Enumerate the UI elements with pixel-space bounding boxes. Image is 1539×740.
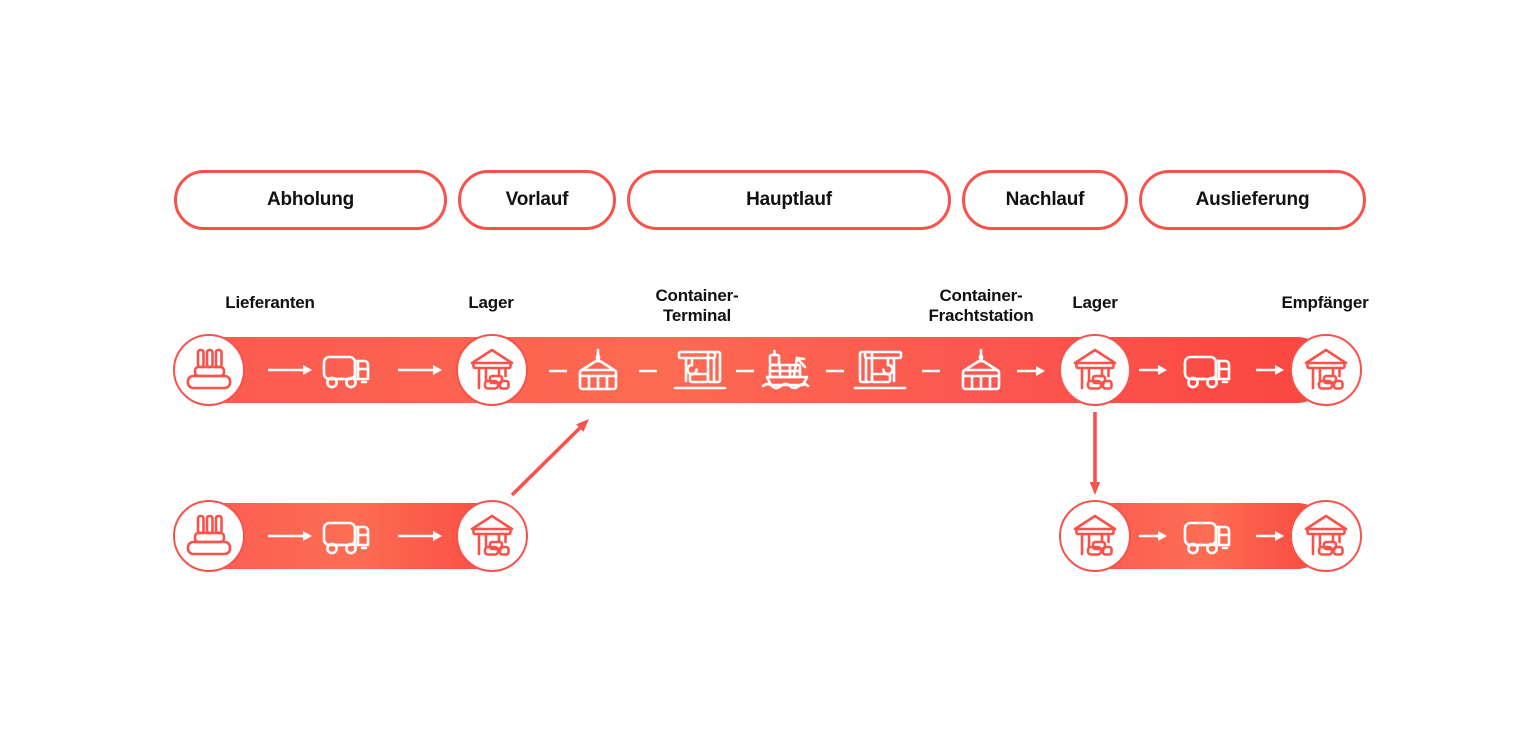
phase-pill-label: Abholung <box>266 189 355 210</box>
connector-diagonal-up <box>496 403 605 511</box>
node-warehouse-dest-alt[interactable] <box>1059 500 1131 572</box>
icon-truck-pickup-alt <box>320 512 380 560</box>
icon-truck-delivery-alt <box>1181 512 1241 560</box>
node-caption: Container- Frachtstation <box>928 286 1034 326</box>
node-receiver-alt[interactable] <box>1290 500 1362 572</box>
phase-pill-label: Nachlauf <box>1005 189 1085 210</box>
node-caption: Lager <box>468 293 514 312</box>
icon-truck-delivery <box>1181 346 1241 394</box>
flow-dash-4 <box>826 364 844 378</box>
flow-arrow-alt-1 <box>268 529 312 543</box>
node-caption: Lieferanten <box>225 293 315 312</box>
flow-arrow-4 <box>1139 363 1167 377</box>
flow-arrow-alt-4 <box>1256 529 1284 543</box>
node-supplier-alt[interactable] <box>173 500 245 572</box>
node-caption: Lager <box>1072 293 1118 312</box>
flow-dash-2 <box>639 364 657 378</box>
node-supplier[interactable] <box>173 334 245 406</box>
node-caption: Empfänger <box>1281 293 1369 312</box>
node-warehouse-origin-alt[interactable] <box>456 500 528 572</box>
node-warehouse-origin[interactable] <box>456 334 528 406</box>
flow-dash-1 <box>549 364 567 378</box>
flow-arrow-alt-2 <box>398 529 442 543</box>
icon-truck-pickup <box>320 346 380 394</box>
phase-pill-auslieferung[interactable]: Auslieferung <box>1139 170 1366 230</box>
flow-arrow-3 <box>1017 364 1045 378</box>
phase-pill-hauptlauf[interactable]: Hauptlauf <box>627 170 951 230</box>
flow-arrow-alt-3 <box>1139 529 1167 543</box>
phase-pill-label: Hauptlauf <box>746 189 832 210</box>
phase-pill-nachlauf[interactable]: Nachlauf <box>962 170 1128 230</box>
flow-arrow-2 <box>398 363 442 377</box>
node-caption: Container- Terminal <box>655 286 739 326</box>
flow-arrow-1 <box>268 363 312 377</box>
icon-crane-terminal <box>667 345 733 397</box>
phase-pill-abholung[interactable]: Abholung <box>174 170 447 230</box>
icon-cargo-ship <box>757 345 823 397</box>
connector-vertical-down <box>1079 396 1111 511</box>
phase-pill-vorlauf[interactable]: Vorlauf <box>458 170 616 230</box>
flow-dash-3 <box>736 364 754 378</box>
flow-dash-5 <box>922 364 940 378</box>
node-receiver[interactable] <box>1290 334 1362 406</box>
icon-crane-unload <box>847 345 913 397</box>
icon-container-unload <box>949 345 1013 397</box>
phase-pill-label: Vorlauf <box>505 189 569 210</box>
icon-container-load <box>566 345 630 397</box>
phase-pill-label: Auslieferung <box>1195 189 1310 210</box>
flow-arrow-5 <box>1256 363 1284 377</box>
node-warehouse-dest[interactable] <box>1059 334 1131 406</box>
